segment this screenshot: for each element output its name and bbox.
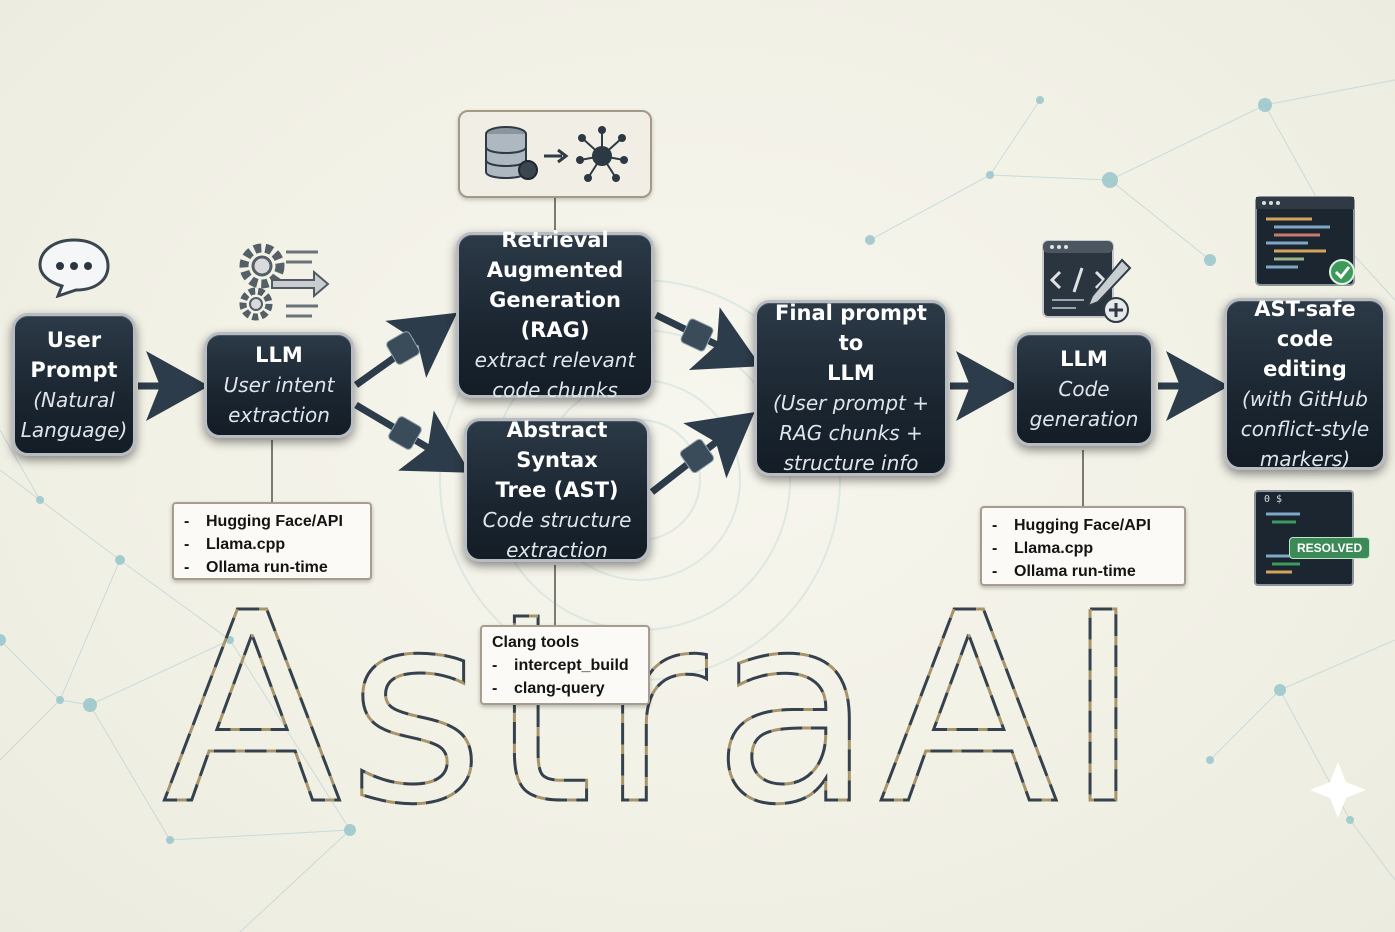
node-rag[interactable]: Retrieval Augmented Generation (RAG) ext… <box>456 228 654 402</box>
node-ast-subtitle: Code structure extraction <box>482 508 632 562</box>
node-user-prompt-subtitle: (Natural Language) <box>20 387 128 442</box>
note-llm-backends-2: Hugging Face/API Llama.cpp Ollama run-ti… <box>980 506 1186 586</box>
node-rag-title: Retrieval Augmented Generation (RAG) <box>486 228 624 342</box>
node-llm-codegen-title: LLM <box>1060 347 1108 371</box>
note-item: Hugging Face/API <box>184 510 360 533</box>
sparkle-icon <box>1310 762 1366 818</box>
resolved-badge: RESOLVED <box>1289 537 1371 559</box>
note-clang-header: Clang tools <box>492 634 580 651</box>
node-llm-intent[interactable]: LLM User intent extraction <box>204 332 354 438</box>
node-ast-edit-title: AST-safe code editing <box>1254 297 1356 381</box>
brand-text-accent: AstraAI <box>162 557 1147 862</box>
node-ast[interactable]: Abstract Syntax Tree (AST) Code structur… <box>464 418 650 562</box>
node-rag-subtitle: extract relevant code chunks <box>474 348 636 402</box>
speech-bubble-icon <box>38 238 110 298</box>
database-to-network-icon <box>485 126 628 182</box>
node-ast-edit-subtitle: (with GitHub conflict-style markers) <box>1240 387 1370 471</box>
note-item: clang-query <box>492 677 638 700</box>
note-item: Ollama run-time <box>184 556 360 579</box>
node-user-prompt[interactable]: User Prompt (Natural Language) <box>12 313 136 456</box>
node-llm-codegen[interactable]: LLM Code generation <box>1014 332 1154 446</box>
code-editor-icon <box>1042 240 1132 323</box>
node-final-prompt[interactable]: Final prompt to LLM (User prompt + RAG c… <box>754 300 948 476</box>
node-llm-codegen-subtitle: Code generation <box>1029 377 1139 431</box>
node-ast-edit[interactable]: AST-safe code editing (with GitHub confl… <box>1224 297 1386 471</box>
brand-text: AstraAI <box>162 557 1147 862</box>
node-llm-intent-title: LLM <box>255 343 303 367</box>
code-check-icon <box>1255 196 1355 286</box>
note-llm-backends-1: Hugging Face/API Llama.cpp Ollama run-ti… <box>172 502 372 580</box>
node-final-prompt-subtitle: (User prompt + RAG chunks + structure in… <box>772 391 930 475</box>
note-item: Llama.cpp <box>992 537 1174 560</box>
note-item: Hugging Face/API <box>992 514 1174 537</box>
rag-icon-box <box>458 110 652 198</box>
node-llm-intent-subtitle: User intent extraction <box>223 373 335 427</box>
node-user-prompt-title: User Prompt <box>30 327 118 382</box>
terminal-prompt-label: 0 $ <box>1264 494 1283 505</box>
note-item: intercept_build <box>492 654 638 677</box>
node-final-prompt-title: Final prompt to LLM <box>775 301 927 385</box>
resolved-code-icon: 0 $ <box>1254 490 1354 586</box>
note-item: Llama.cpp <box>184 533 360 556</box>
gears-arrow-icon <box>239 243 330 321</box>
note-item: Ollama run-time <box>992 560 1174 583</box>
note-clang-tools: Clang tools intercept_build clang-query <box>480 625 650 705</box>
node-ast-title: Abstract Syntax Tree (AST) <box>495 418 619 502</box>
